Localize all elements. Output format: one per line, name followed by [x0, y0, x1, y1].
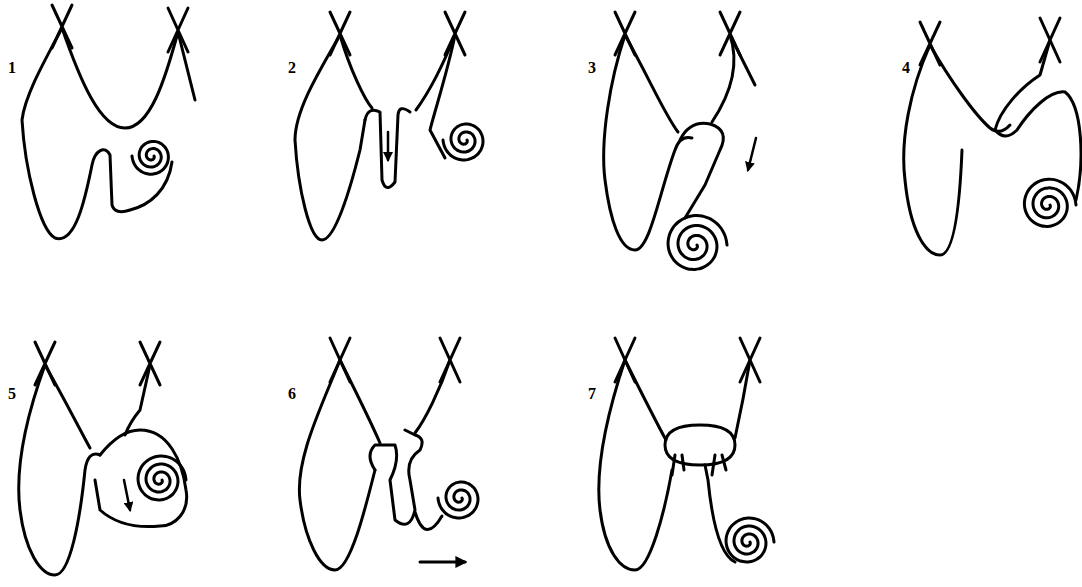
step-number: 7	[588, 386, 596, 402]
step-number: 2	[288, 60, 296, 76]
step-3-figure	[604, 12, 756, 269]
rope-coil	[138, 456, 186, 500]
rope-coil	[132, 141, 168, 174]
rope-coil	[443, 124, 483, 160]
rope-coil-stroke	[1024, 179, 1076, 226]
step-1-figure	[22, 5, 195, 239]
step-number: 3	[588, 60, 596, 76]
rope-coil	[726, 518, 774, 562]
rope-coil-stroke	[132, 141, 168, 174]
step-7-figure	[599, 338, 774, 570]
step-4-figure	[904, 18, 1081, 255]
rope-coil	[1024, 179, 1076, 226]
rope-coil-stroke	[443, 124, 483, 160]
rope-coil	[438, 482, 478, 518]
rope-coil-stroke	[438, 482, 478, 518]
step-number: 1	[8, 60, 16, 76]
step-2-figure	[295, 12, 483, 240]
rope-coil	[668, 216, 727, 270]
step-number: 5	[8, 386, 16, 402]
rope-coil-stroke	[726, 518, 774, 562]
step-5-figure	[19, 342, 187, 575]
step-6-figure	[299, 338, 478, 570]
step-number: 6	[288, 386, 296, 402]
rope-coil-stroke	[138, 456, 186, 500]
step-number: 4	[902, 60, 910, 76]
rope-coil-stroke	[668, 216, 727, 270]
